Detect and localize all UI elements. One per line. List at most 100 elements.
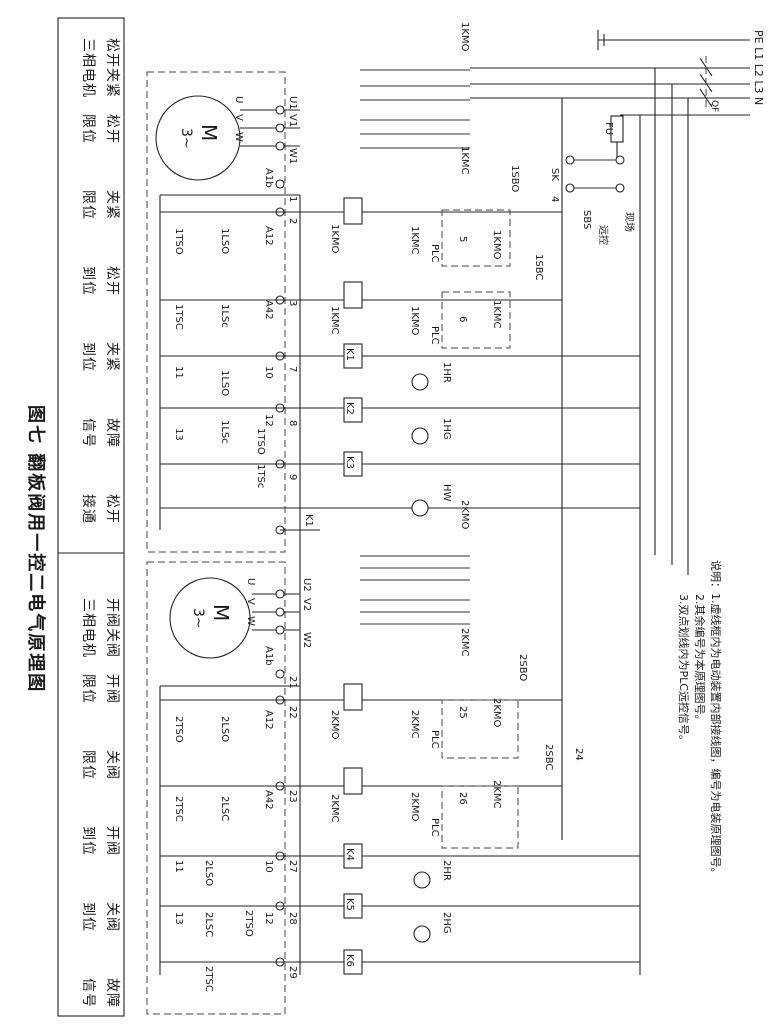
legend-unit2-3-0: 开阀 xyxy=(104,826,120,856)
legend-unit2-2-0: 关阀 xyxy=(104,750,120,780)
legend-unit2-1-1: 限位 xyxy=(80,674,96,704)
legend-unit1-1-1: 限位 xyxy=(80,114,96,144)
svg-text:QF: QF xyxy=(709,100,719,112)
unit1-motor xyxy=(155,95,241,181)
svg-text:W1: W1 xyxy=(287,148,298,164)
svg-text:2.其余编号为本原理图号。: 2.其余编号为本原理图号。 xyxy=(693,594,707,726)
svg-text:3: 3 xyxy=(287,300,298,306)
unit2-lamps: 2HR 2HG xyxy=(413,860,452,943)
legend-unit1-6-0: 松开 xyxy=(104,494,120,524)
svg-text:2KMC: 2KMC xyxy=(409,710,420,739)
svg-text:A1b: A1b xyxy=(263,646,274,666)
svg-text:1HG: 1HG xyxy=(441,418,452,440)
svg-text:1KMC: 1KMC xyxy=(491,300,502,329)
legend-unit2-2-1: 限位 xyxy=(80,750,96,780)
svg-text:2: 2 xyxy=(287,218,298,224)
svg-text:26: 26 xyxy=(457,792,468,805)
svg-text:K4: K4 xyxy=(344,848,355,861)
vertical-buses: 24 xyxy=(299,68,689,975)
svg-text:1KMO: 1KMO xyxy=(329,224,340,254)
svg-text:K1: K1 xyxy=(303,514,314,527)
svg-text:28: 28 xyxy=(287,912,298,925)
svg-text:V: V xyxy=(245,598,256,605)
svg-text:12: 12 xyxy=(263,912,274,925)
unit1-coils: 1KMO 1KMC 1KMC 1KMO PLC PLC xyxy=(329,197,440,345)
svg-text:5: 5 xyxy=(457,236,468,242)
svg-text:10: 10 xyxy=(263,366,274,379)
svg-text:11: 11 xyxy=(173,366,184,379)
unit1-relays: K1 K2 K3 xyxy=(343,343,363,477)
svg-text:W2: W2 xyxy=(301,632,312,648)
breaker-qf: QF xyxy=(699,56,719,112)
svg-text:11: 11 xyxy=(173,860,184,873)
supply-busbars xyxy=(470,67,750,116)
svg-text:PLC: PLC xyxy=(429,244,440,263)
legend-unit2-4-1: 到位 xyxy=(80,902,96,932)
legend-unit1-2-1: 限位 xyxy=(80,190,96,220)
svg-text:6: 6 xyxy=(457,316,468,322)
svg-text:K6: K6 xyxy=(344,954,355,967)
svg-text:远控: 远控 xyxy=(597,225,610,245)
legend-unit1-0-0: 松开夹紧 xyxy=(104,38,120,98)
svg-text:1KMC: 1KMC xyxy=(459,146,470,175)
svg-text:V: V xyxy=(233,114,244,121)
unit2-motor xyxy=(169,577,251,659)
unit2-contactors: 2KMO 2KMC xyxy=(360,500,470,657)
svg-text:21: 21 xyxy=(287,676,298,689)
svg-text:2HG: 2HG xyxy=(441,912,452,934)
unit1-rungs xyxy=(159,194,640,531)
svg-text:25: 25 xyxy=(457,706,468,719)
svg-text:1KMC: 1KMC xyxy=(329,306,340,335)
legend-unit1-0-1: 三相电机 xyxy=(80,38,96,98)
svg-text:V1: V1 xyxy=(287,114,298,127)
legend-unit2-5-1: 信号 xyxy=(80,978,96,1008)
notes: 说明：1.虚线框内为电动装置内部接线图，编号为电装原理图号。 2.其余编号为本原… xyxy=(677,560,723,879)
svg-text:K2: K2 xyxy=(344,402,355,415)
svg-text:K5: K5 xyxy=(344,898,355,911)
svg-text:1TSc: 1TSc xyxy=(255,464,266,488)
unit1-lamps: 1HR 1HG HW xyxy=(411,362,452,517)
svg-text:10: 10 xyxy=(263,860,274,873)
svg-text:M: M xyxy=(197,124,221,141)
svg-text:2LSO: 2LSO xyxy=(203,860,214,886)
legend-unit1-6-1: 接通 xyxy=(80,494,97,524)
svg-text:W: W xyxy=(245,616,256,626)
svg-text:1KMO: 1KMO xyxy=(491,230,502,260)
legend-unit1-4-0: 夹紧 xyxy=(104,342,120,372)
svg-text:SBS: SBS xyxy=(581,210,592,229)
svg-text:3.双点划线内为PLC远控信号。: 3.双点划线内为PLC远控信号。 xyxy=(677,594,691,746)
unit1-contactors: 1KMO 1KMC xyxy=(360,22,470,175)
selector-sk: SK 4 SBS 现场 远控 xyxy=(549,155,636,245)
svg-text:2TSO: 2TSO xyxy=(173,716,184,743)
legend-unit2-3-1: 到位 xyxy=(80,826,96,856)
legend-unit1-5-1: 信号 xyxy=(80,418,96,448)
legend-unit1-4-1: 到位 xyxy=(80,342,96,372)
svg-text:2TSC: 2TSC xyxy=(203,966,214,992)
svg-text:27: 27 xyxy=(287,860,298,873)
svg-text:A1b: A1b xyxy=(263,168,274,188)
legend-unit2-4-0: 关阀 xyxy=(104,902,120,932)
svg-text:1TSO: 1TSO xyxy=(255,428,266,455)
unit2-coils: 2KMO 2KMC 2KMC 2KMO PLC PLC xyxy=(329,683,440,837)
unit1-frame xyxy=(146,71,286,553)
svg-text:1HR: 1HR xyxy=(441,362,452,383)
svg-text:M: M xyxy=(209,604,233,621)
svg-text:2LSO: 2LSO xyxy=(219,716,230,742)
unit2: M 3~ U V W U2 V2 W2 A1b 21 22 23 27 28 2… xyxy=(159,500,640,992)
unit2-buttons: 2SBO 2SBC 25 26 2KMO 2KMC xyxy=(441,654,554,849)
svg-text:SK: SK xyxy=(549,168,560,181)
svg-text:1LSc: 1LSc xyxy=(219,304,230,328)
svg-text:A42: A42 xyxy=(263,790,274,810)
svg-text:K3: K3 xyxy=(344,456,355,469)
svg-text:2KMO: 2KMO xyxy=(409,792,420,822)
legend-unit2-5-0: 故障 xyxy=(104,978,120,1008)
svg-text:A42: A42 xyxy=(263,300,274,320)
svg-text:13: 13 xyxy=(173,428,184,441)
svg-text:23: 23 xyxy=(287,790,298,803)
svg-text:2TSO: 2TSO xyxy=(243,910,254,937)
legend-unit1-1-0: 松开 xyxy=(104,114,120,144)
legend-unit2-1-0: 开阀 xyxy=(104,674,120,704)
